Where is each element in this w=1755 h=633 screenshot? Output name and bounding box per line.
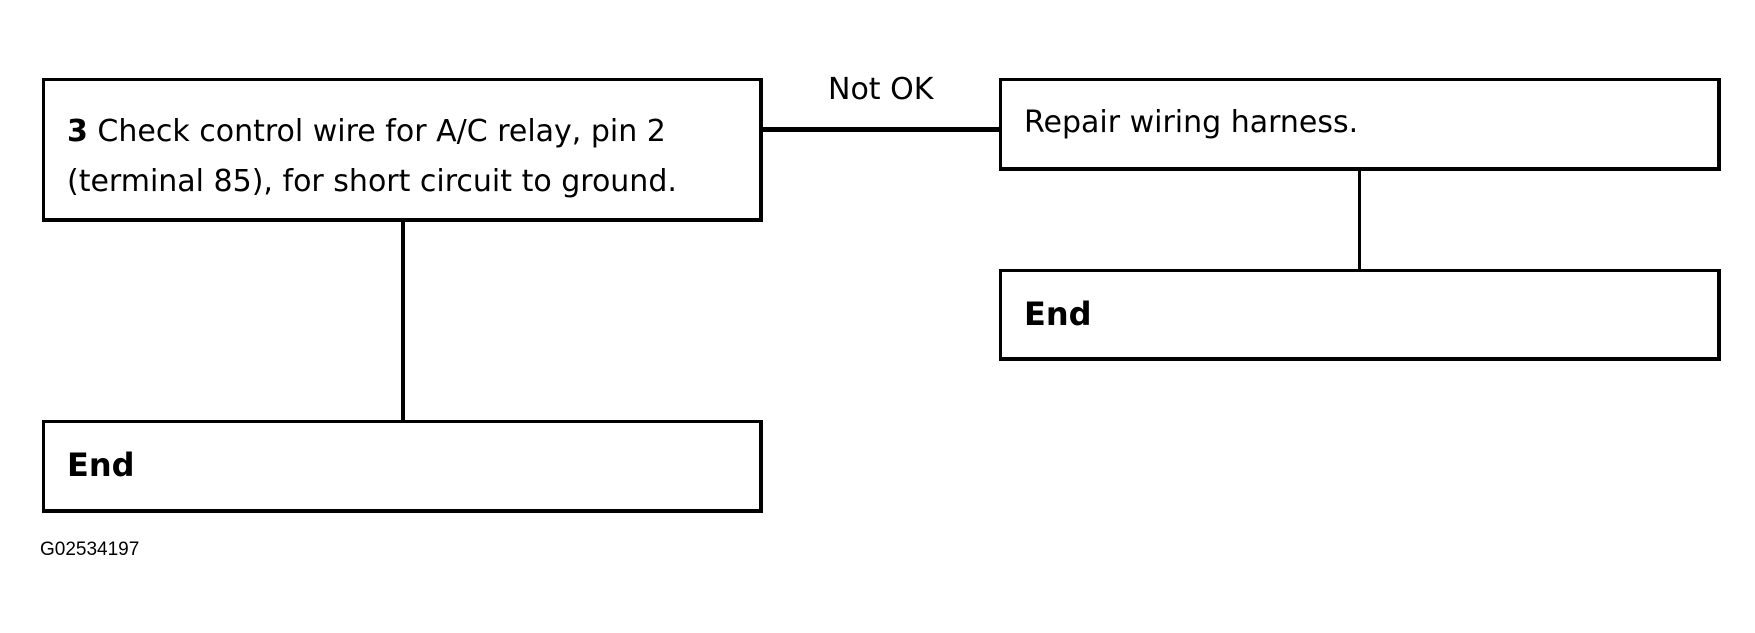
not-ok-label: Not OK — [828, 72, 934, 107]
repair-box: Repair wiring harness. — [999, 78, 1721, 171]
end-box-left: End — [42, 420, 763, 513]
step-number: 3 — [67, 114, 88, 149]
connector-not-ok — [763, 127, 999, 132]
repair-label: Repair wiring harness. — [1024, 105, 1359, 140]
step-3-text-1: Check control wire for A/C relay, pin 2 — [87, 114, 666, 149]
figure-id: G02534197 — [40, 539, 140, 560]
connector-step3-to-end — [401, 222, 405, 420]
step-3-line-2: (terminal 85), for short circuit to grou… — [67, 164, 677, 199]
connector-repair-to-end — [1358, 171, 1361, 269]
end-box-right: End — [999, 269, 1721, 361]
end-left-label: End — [67, 446, 135, 484]
end-right-label: End — [1024, 295, 1092, 333]
step-3-box: 3 Check control wire for A/C relay, pin … — [42, 78, 763, 222]
step-3-line-1: 3 Check control wire for A/C relay, pin … — [67, 107, 759, 157]
